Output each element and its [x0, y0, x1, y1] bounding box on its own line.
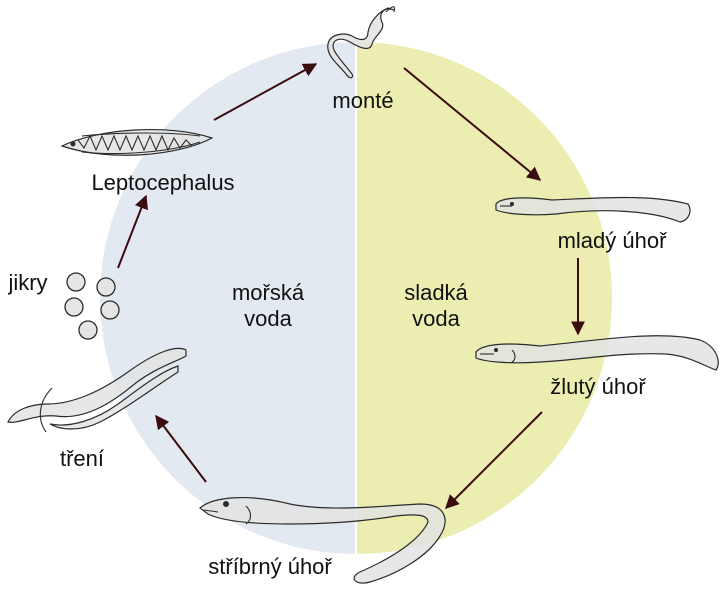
fresh-water-label-2: voda	[412, 306, 460, 331]
young-eel-illustration	[495, 196, 691, 223]
eggs-label: jikry	[7, 270, 47, 295]
spawning-eels-illustration	[7, 347, 187, 433]
eggs-illustration	[64, 272, 120, 340]
spawning-label: tření	[60, 446, 104, 471]
leptocephalus-illustration	[60, 129, 214, 156]
arrow-monte-to-young-eel	[403, 67, 542, 181]
monte-label: monté	[332, 88, 393, 113]
monte-illustration	[327, 6, 396, 79]
sea-water-label: mořská	[232, 280, 305, 305]
sea-water-label-2: voda	[244, 306, 292, 331]
young-eel-label: mladý úhoř	[558, 228, 668, 253]
arrow-leptocephalus-to-monte	[213, 63, 318, 121]
arrow-yellow-eel-to-silver-eel	[445, 411, 543, 509]
yellow-eel-illustration	[475, 335, 719, 371]
silver-eel-illustration	[199, 497, 446, 584]
arrow-silver-eel-to-spawning	[155, 414, 207, 483]
arrow-eggs-to-leptocephalus	[117, 194, 148, 269]
fresh-water-label: sladká	[404, 280, 468, 305]
leptocephalus-label: Leptocephalus	[91, 170, 234, 195]
yellow-eel-label: žlutý úhoř	[550, 374, 646, 399]
silver-eel-label: stříbrný úhoř	[208, 554, 332, 579]
fresh-water-region	[356, 42, 612, 554]
